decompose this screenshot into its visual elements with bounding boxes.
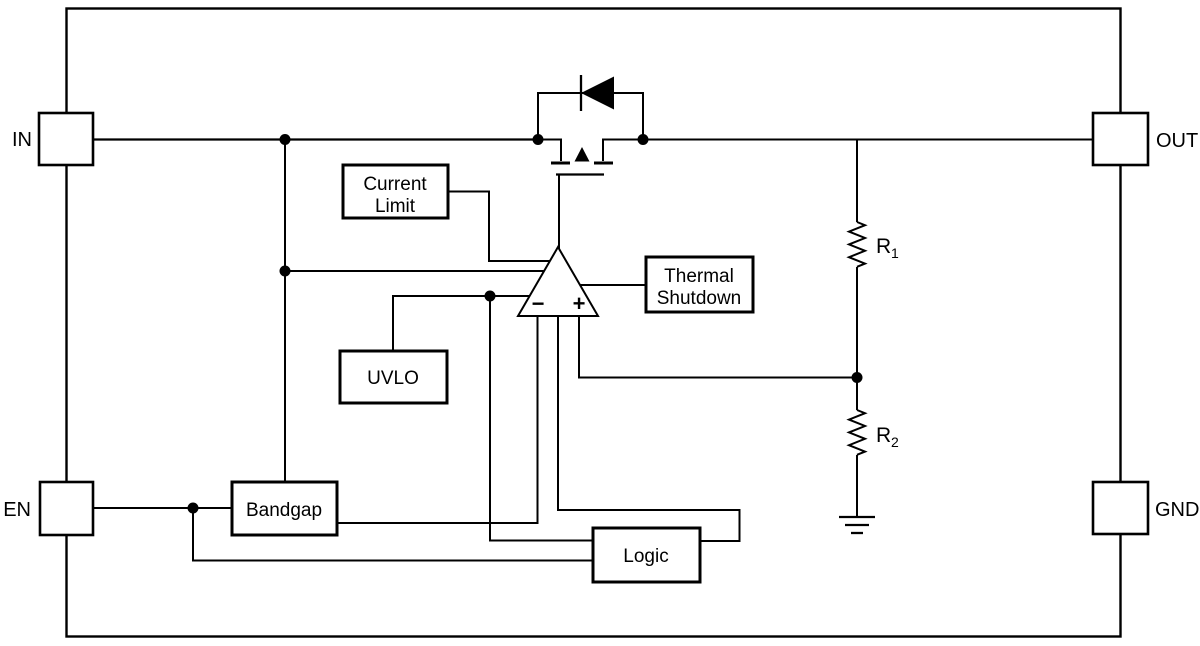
ground-symbol-icon — [839, 515, 875, 535]
pin-gnd-label: GND — [1155, 499, 1199, 521]
bandgap-label: Bandgap — [246, 500, 322, 521]
pass-transistor — [537, 75, 644, 176]
thermal-shutdown-block: Thermal Shutdown — [644, 255, 755, 314]
resistor-r2-label: R — [876, 424, 891, 447]
resistor-r2-subscript: 2 — [891, 434, 899, 450]
resistor-r1-label: R — [876, 235, 891, 258]
pin-en — [38, 480, 95, 537]
inverting-input-sign: − — [532, 291, 545, 316]
error-amplifier-symbol — [516, 245, 600, 317]
junction-dot — [532, 134, 544, 145]
pin-gnd — [1091, 480, 1150, 536]
uvlo-junction-to-logic-wire — [489, 296, 593, 542]
junction-dot — [484, 290, 496, 302]
current-limit-label-line2: Limit — [375, 196, 416, 217]
body-diode-loop-wire — [537, 92, 644, 140]
junction-dot — [279, 134, 291, 145]
pin-en-label: EN — [3, 499, 31, 521]
pins: IN OUT EN GND — [3, 111, 1199, 537]
thermal-shutdown-label-line2: Shutdown — [657, 288, 742, 309]
junction-dots — [187, 134, 863, 514]
body-diode-icon — [581, 76, 614, 110]
current-limit-block: Current Limit — [341, 163, 450, 220]
en-to-logic-wire — [192, 508, 593, 562]
thermal-shutdown-label-line1: Thermal — [664, 266, 734, 287]
function-blocks: Current Limit Thermal Shutdown UVLO Band… — [230, 163, 755, 584]
bandgap-block: Bandgap — [230, 480, 339, 537]
uvlo-block: UVLO — [338, 349, 449, 405]
pin-out — [1091, 111, 1150, 167]
junction-dot — [187, 502, 199, 514]
pin-in-label: IN — [12, 129, 32, 151]
uvlo-wire — [392, 295, 540, 351]
ic-boundary — [65, 7, 1122, 638]
wires — [93, 138, 1093, 562]
junction-dot — [851, 372, 863, 383]
feedback-divider: R 1 R 2 — [839, 221, 899, 535]
fet-body-arrow-icon — [574, 147, 590, 162]
pin-out-label: OUT — [1156, 130, 1198, 152]
current-limit-label-line1: Current — [363, 174, 427, 195]
bandgap-to-amp-wire — [337, 300, 539, 524]
junction-dot — [637, 134, 649, 145]
resistor-r1-subscript: 1 — [891, 245, 899, 261]
resistor-r1-symbol — [846, 221, 868, 268]
error-amplifier: − + — [516, 245, 600, 317]
logic-label: Logic — [623, 546, 668, 567]
pin-in — [37, 111, 95, 167]
logic-block: Logic — [591, 526, 702, 584]
resistor-r2-symbol — [846, 409, 868, 456]
current-limit-wire — [448, 190, 556, 262]
feedback-wire — [578, 300, 857, 379]
amp-to-logic-wire — [557, 300, 741, 542]
junction-dot — [279, 265, 291, 277]
noninverting-input-sign: + — [573, 291, 586, 316]
uvlo-label: UVLO — [367, 368, 419, 389]
